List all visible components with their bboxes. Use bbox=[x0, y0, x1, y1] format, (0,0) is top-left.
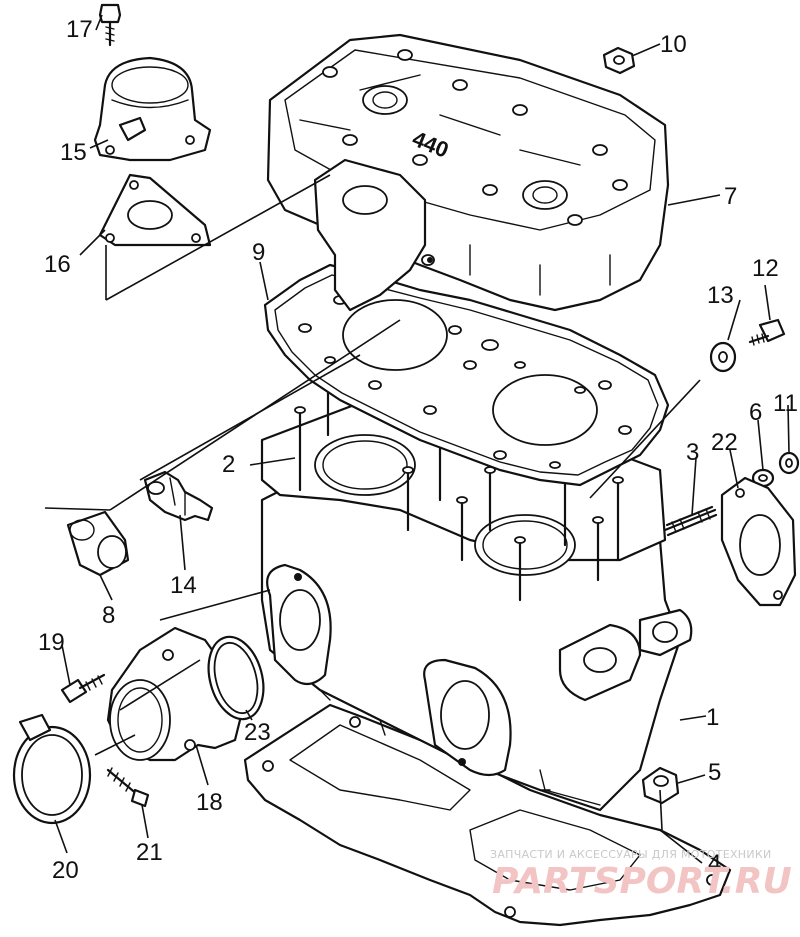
cylinder-head: 440 bbox=[266, 33, 670, 312]
callout-labels: 17 15 16 10 7 9 12 13 6 11 22 3 2 14 8 1… bbox=[38, 16, 798, 884]
callout-18: 18 bbox=[196, 789, 223, 816]
callout-6: 6 bbox=[749, 399, 762, 426]
thermostat-cover bbox=[93, 56, 212, 162]
callout-15: 15 bbox=[60, 139, 87, 166]
leader-lines bbox=[44, 14, 790, 864]
callout-9: 9 bbox=[252, 239, 265, 266]
callout-11: 11 bbox=[773, 390, 798, 417]
cylinder-head-gasket bbox=[263, 263, 670, 487]
watermark-logo: PARTSPORT.RU bbox=[492, 861, 792, 902]
callout-13: 13 bbox=[707, 282, 734, 309]
callout-20: 20 bbox=[52, 857, 79, 884]
callout-1: 1 bbox=[706, 704, 719, 731]
callout-16: 16 bbox=[44, 251, 71, 278]
watermark-caption: ЗАПЧАСТИ И АКСЕССУАРЫ ДЛЯ МОТОТЕХНИКИ bbox=[490, 848, 772, 861]
callout-3: 3 bbox=[686, 439, 699, 466]
callout-17: 17 bbox=[66, 16, 93, 43]
hose-clamp-20 bbox=[12, 713, 92, 825]
thermostat-bolt bbox=[98, 3, 122, 47]
callout-19: 19 bbox=[38, 629, 65, 656]
thermostat-gasket bbox=[98, 173, 212, 247]
callout-2: 2 bbox=[222, 451, 235, 478]
callout-23: 23 bbox=[244, 719, 271, 746]
exhaust-gasket-22 bbox=[720, 476, 797, 607]
watermark: ЗАПЧАСТИ И АКСЕССУАРЫ ДЛЯ МОТОТЕХНИКИ PA… bbox=[490, 848, 792, 902]
callout-4: 4 bbox=[708, 850, 721, 877]
callout-8: 8 bbox=[102, 602, 115, 629]
callout-22: 22 bbox=[711, 429, 738, 456]
callout-12: 12 bbox=[752, 255, 779, 282]
nut-5 bbox=[641, 766, 680, 805]
temperature-sensor-14 bbox=[143, 470, 214, 522]
washer-13 bbox=[709, 341, 737, 373]
callout-21: 21 bbox=[136, 839, 163, 866]
screw-21 bbox=[106, 767, 150, 808]
o-ring-23 bbox=[207, 635, 265, 721]
sleeve-8 bbox=[66, 510, 130, 577]
callout-10: 10 bbox=[660, 31, 687, 58]
callout-7: 7 bbox=[724, 183, 737, 210]
callout-14: 14 bbox=[170, 572, 197, 599]
head-nut-10 bbox=[602, 46, 636, 75]
washer-11 bbox=[778, 451, 800, 475]
sensor-bolt-12 bbox=[748, 318, 786, 346]
callout-5: 5 bbox=[708, 759, 721, 786]
screw-19 bbox=[60, 673, 106, 704]
stud-3 bbox=[663, 505, 718, 537]
